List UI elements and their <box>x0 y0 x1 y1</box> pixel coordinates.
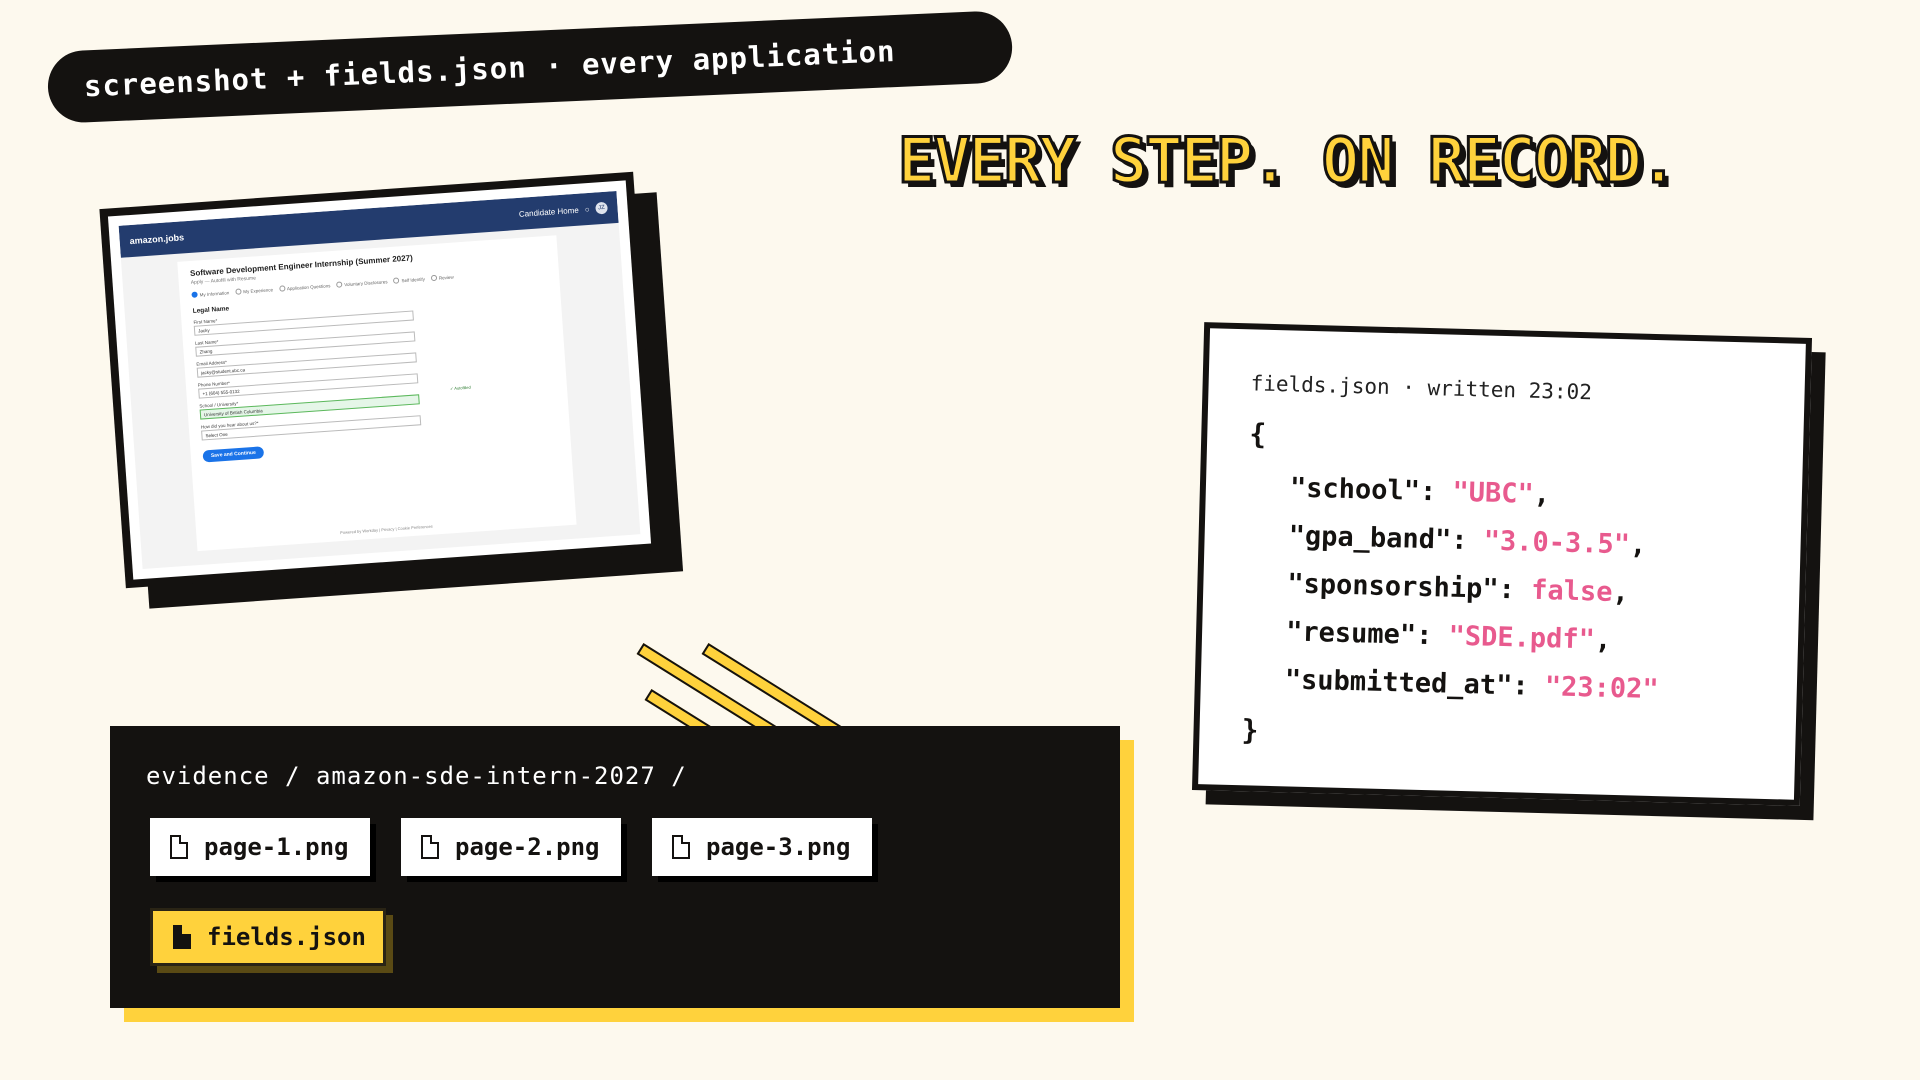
amazon-jobs-logo: amazon.jobs <box>129 232 185 247</box>
json-close-brace: } <box>1241 713 1259 747</box>
step-item: Self Identify <box>393 276 425 284</box>
fields-json-card: fields.json · written 23:02 { "school": … <box>1191 322 1826 821</box>
avatar[interactable]: JZ <box>595 201 608 215</box>
json-card-header: fields.json · written 23:02 <box>1250 371 1593 405</box>
evidence-path: evidence / amazon-sde-intern-2027 / <box>146 762 687 790</box>
step-item: Application Questions <box>278 282 331 292</box>
file-fields-json[interactable]: fields.json <box>150 908 386 966</box>
step-item: Voluntary Disclosures <box>336 278 388 288</box>
headline: EVERY STEP. ON RECORD. <box>896 123 1678 199</box>
application-form: Software Development Engineer Internship… <box>177 235 577 552</box>
json-entry: "gpa_band": "3.0-3.5", <box>1288 520 1647 561</box>
step-item: My Experience <box>235 286 273 295</box>
screenshot-frame: amazon.jobs Candidate Home ○ JZ Software… <box>99 171 660 589</box>
file-page-3[interactable]: page-3.png <box>652 818 872 876</box>
json-entry: "resume": "SDE.pdf", <box>1285 616 1612 656</box>
tagline-pill: screenshot + fields.json · every applica… <box>46 9 1014 124</box>
autofilled-badge: ✓ Autofilled <box>449 384 471 392</box>
file-page-1[interactable]: page-1.png <box>150 818 370 876</box>
application-screenshot: amazon.jobs Candidate Home ○ JZ Software… <box>99 171 684 609</box>
json-entry: "sponsorship": false, <box>1287 568 1630 609</box>
candidate-home-link[interactable]: Candidate Home <box>518 205 580 219</box>
file-icon <box>421 835 439 859</box>
tagline-text: screenshot + fields.json · every applica… <box>83 34 897 104</box>
file-icon <box>672 835 690 859</box>
json-open-brace: { <box>1248 417 1267 451</box>
file-icon <box>173 925 191 949</box>
bell-icon[interactable]: ○ <box>584 204 590 214</box>
file-page-2[interactable]: page-2.png <box>401 818 621 876</box>
json-entry: "school": "UBC", <box>1289 472 1551 511</box>
step-item: Review <box>430 274 454 282</box>
footer-links: Powered by Workday | Privacy | Cookie Pr… <box>340 523 433 536</box>
step-item: My Information <box>191 289 229 298</box>
save-continue-button[interactable]: Save and Continue <box>202 446 265 463</box>
json-entry: "submitted_at": "23:02" <box>1284 664 1660 706</box>
file-icon <box>170 835 188 859</box>
evidence-panel: evidence / amazon-sde-intern-2027 / page… <box>110 726 1120 1008</box>
